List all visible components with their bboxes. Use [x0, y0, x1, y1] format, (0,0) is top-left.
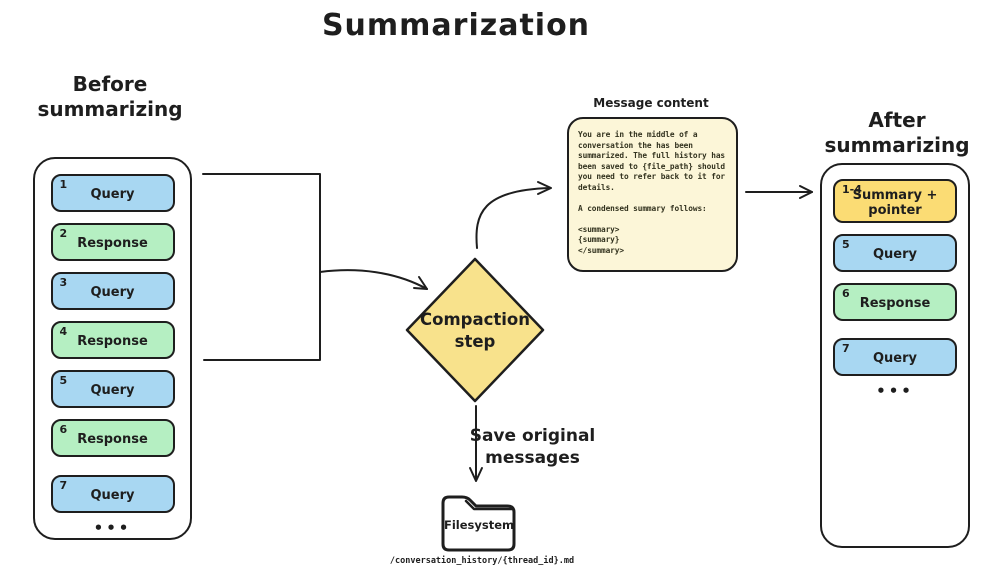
message-number: 3	[59, 276, 68, 289]
message-number: 1	[59, 178, 68, 191]
note-title: Message content	[593, 96, 709, 110]
message-number: 7	[842, 342, 850, 355]
message-card: 2 Response	[50, 223, 175, 261]
message-content-note: You are in the middle of a conversation …	[567, 117, 738, 272]
before-heading: Before summarizing	[37, 72, 183, 121]
message-number: 5	[842, 238, 850, 251]
message-card: 5 Query	[50, 370, 175, 408]
message-card: 4 Response	[50, 321, 175, 359]
message-label: Query	[872, 351, 917, 366]
page-title: Summarization	[321, 8, 591, 43]
message-card: 6 Response	[50, 419, 175, 457]
message-label: Summary + pointer	[852, 187, 938, 218]
grouping-bracket	[202, 173, 321, 361]
message-number: 2	[59, 227, 68, 240]
message-label: Query	[872, 247, 917, 262]
after-container: 1-4 Summary + pointer 5 Query 6 Response…	[820, 163, 970, 548]
message-label: Query	[90, 383, 135, 398]
message-number: 5	[59, 374, 68, 387]
before-message-list: 1 Query 2 Response 3 Query 4 Response	[50, 174, 175, 513]
message-card: 7 Query	[833, 338, 957, 376]
message-label: Query	[90, 187, 135, 202]
message-label: Response	[77, 334, 148, 349]
message-card: 1 Query	[50, 174, 175, 212]
after-ellipsis: •••	[876, 382, 914, 400]
note-body-text: You are in the middle of a conversation …	[578, 130, 726, 255]
before-ellipsis: •••	[93, 519, 132, 537]
message-label: Query	[90, 285, 135, 300]
compaction-step-label: Compaction step	[420, 310, 530, 351]
message-number: 1-4	[842, 183, 862, 196]
message-label: Response	[77, 432, 148, 447]
message-number: 4	[59, 325, 68, 338]
message-label: Response	[859, 296, 931, 311]
message-card: 5 Query	[833, 234, 957, 272]
arrow-compaction-to-note	[475, 181, 552, 249]
after-heading: After summarizing	[824, 108, 970, 157]
message-label: Response	[77, 236, 148, 251]
arrow-note-to-after	[745, 185, 813, 199]
message-number: 6	[842, 287, 850, 300]
after-message-list: 1-4 Summary + pointer 5 Query 6 Response…	[833, 179, 957, 376]
message-label: Query	[90, 488, 135, 503]
message-number: 6	[59, 423, 68, 436]
save-original-messages-label: Save original messages	[469, 426, 596, 468]
message-number: 7	[59, 479, 68, 492]
message-card: 1-4 Summary + pointer	[833, 179, 957, 223]
message-card: 7 Query	[50, 475, 175, 513]
message-card: 6 Response	[833, 283, 957, 321]
before-container: 1 Query 2 Response 3 Query 4 Response	[33, 157, 192, 540]
arrow-bracket-to-compaction	[319, 269, 428, 290]
message-card: 3 Query	[50, 272, 175, 310]
file-path-caption: /conversation_history/{thread_id}.md	[389, 556, 575, 566]
filesystem-label: Filesystem	[443, 518, 514, 532]
